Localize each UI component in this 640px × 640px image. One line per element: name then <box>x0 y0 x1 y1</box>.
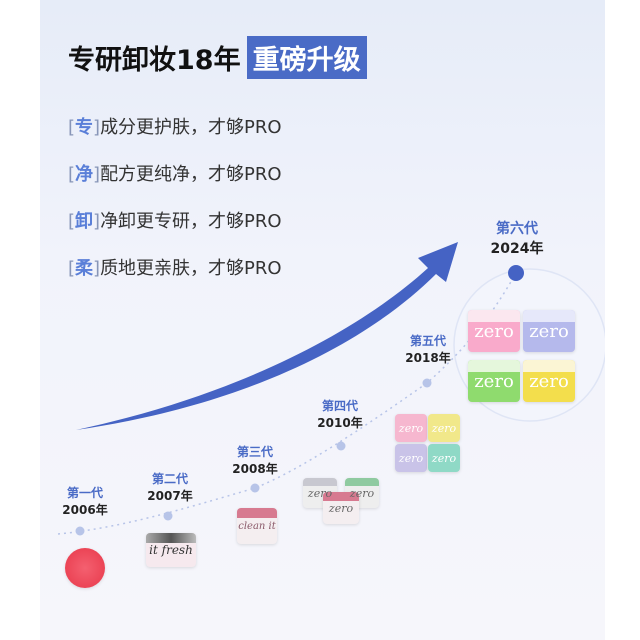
year: 2007年 <box>147 489 193 503</box>
feature-item: [卸]净卸更专研，才够PRO <box>68 211 282 232</box>
timeline-dot <box>250 483 260 493</box>
timeline-label: 第四代 2010年 <box>317 397 385 431</box>
product-gen2: it fresh <box>146 533 196 567</box>
headline-highlight: 重磅升级 <box>246 36 367 79</box>
year: 2024年 <box>490 241 544 257</box>
timeline-dot <box>336 441 346 451</box>
infographic: 专研卸妆18年 重磅升级 [专]成分更护肤，才够PRO [净]配方更纯净，才够P… <box>40 0 605 640</box>
year: 2010年 <box>317 416 363 430</box>
feature-text: 净卸更专研，才够PRO <box>100 211 282 232</box>
feature-item: [净]配方更纯净，才够PRO <box>68 164 282 185</box>
product-gen4: zero <box>303 478 337 508</box>
timeline-label: 第一代 2006年 <box>62 484 130 518</box>
generation: 第三代 <box>236 445 273 459</box>
year: 2008年 <box>232 462 278 476</box>
year: 2006年 <box>62 503 108 517</box>
product-gen5: zero <box>395 414 427 442</box>
product-gen5: zero <box>395 444 427 472</box>
feature-key: 柔 <box>75 258 94 279</box>
feature-key: 净 <box>75 164 94 185</box>
timeline-dot <box>163 511 173 521</box>
product-gen3: clean it <box>237 508 277 544</box>
product-gen4: zero <box>323 492 359 524</box>
headline-main: 专研卸妆18年 <box>68 45 241 76</box>
timeline-dot <box>422 378 432 388</box>
feature-item: [专]成分更护肤，才够PRO <box>68 117 282 138</box>
headline: 专研卸妆18年 重磅升级 <box>68 36 367 79</box>
feature-text: 质地更亲肤，才够PRO <box>100 258 282 279</box>
timeline-label: 第六代 2024年 <box>491 218 570 258</box>
feature-text: 成分更护肤，才够PRO <box>100 117 282 138</box>
feature-item: [柔]质地更亲肤，才够PRO <box>68 258 282 279</box>
generation: 第四代 <box>321 399 358 413</box>
product-gen6: zero <box>468 310 520 352</box>
product-gen4: zero <box>345 478 379 508</box>
year: 2018年 <box>405 351 451 365</box>
timeline-dot-current <box>508 265 524 281</box>
timeline-label: 第五代 2018年 <box>405 332 473 366</box>
timeline-label: 第二代 2007年 <box>147 470 215 504</box>
generation: 第五代 <box>409 334 446 348</box>
product-gen5: zero <box>428 414 460 442</box>
product-gen5: zero <box>428 444 460 472</box>
timeline-label: 第三代 2008年 <box>232 443 300 477</box>
feature-text: 配方更纯净，才够PRO <box>100 164 282 185</box>
product-gen6: zero <box>523 360 575 402</box>
growth-graphic <box>57 242 605 536</box>
product-gen6: zero <box>523 310 575 352</box>
product-gen1 <box>65 548 105 588</box>
generation: 第六代 <box>496 221 538 237</box>
product-gen6: zero <box>468 360 520 402</box>
timeline-dot <box>75 526 85 536</box>
feature-key: 专 <box>75 117 94 138</box>
generation: 第二代 <box>151 472 188 486</box>
feature-key: 卸 <box>75 211 94 232</box>
generation: 第一代 <box>66 486 103 500</box>
